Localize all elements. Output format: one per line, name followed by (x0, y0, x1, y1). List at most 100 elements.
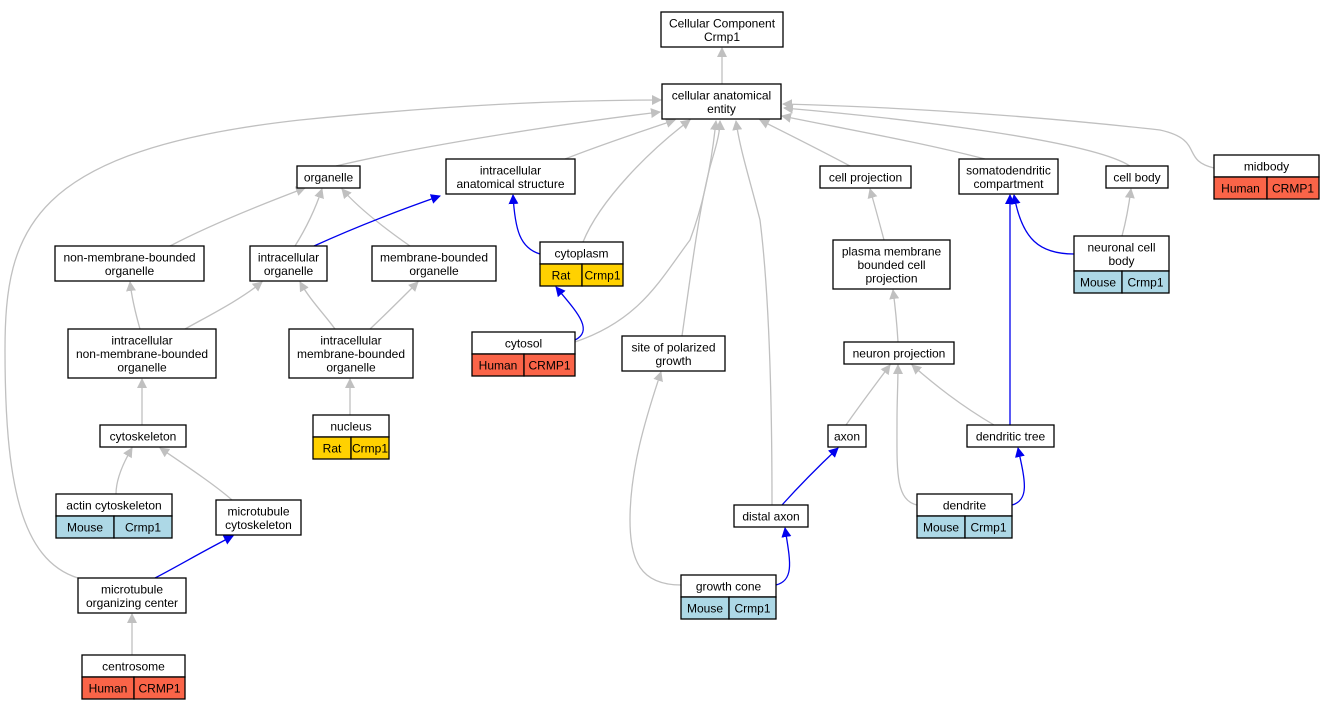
node-dtree[interactable]: dendritic tree (966, 424, 1055, 448)
node-label-line: organelle (264, 264, 314, 278)
gene-cell (964, 515, 1013, 539)
node-box (621, 335, 726, 372)
node-axon[interactable]: axon (827, 424, 867, 448)
edge-cytoplasm-to-cae (582, 119, 691, 243)
node-label-line: microtubule (101, 582, 163, 596)
node-box (827, 424, 867, 448)
edge-cytosol-to-cytoplasm (555, 286, 584, 341)
species-label: Mouse (687, 602, 723, 616)
node-label-line: intracellular (111, 334, 172, 348)
node-inmbo[interactable]: intracellularnon-membrane-boundedorganel… (67, 328, 217, 379)
gene-cell (350, 436, 390, 460)
gene-cell (728, 596, 777, 620)
node-label-line: organelle (117, 361, 167, 375)
node-box (733, 504, 809, 528)
node-box (445, 158, 576, 195)
node-label-line: organelle (105, 264, 155, 278)
node-box (288, 328, 414, 379)
edge-organelle-to-cae (335, 108, 661, 167)
edge-ncb-to-somato (1010, 194, 1075, 255)
gene-label: Crmp1 (1127, 276, 1163, 290)
edge-ias-to-cae (564, 118, 676, 160)
edges-layer (4, 47, 1215, 655)
edge-inmbo-to-nonmem (126, 281, 141, 330)
gene-label: Crmp1 (125, 521, 161, 535)
node-box (296, 165, 361, 189)
species-label: Mouse (67, 521, 103, 535)
edge-axon-to-neuronproj (845, 364, 891, 426)
edge-cytosol-to-cae (574, 120, 721, 343)
edge-neuronproj-to-pmbcp (889, 289, 900, 343)
node-box (54, 245, 205, 282)
node-label-line: nucleus (330, 420, 371, 434)
species-label: Human (1221, 182, 1260, 196)
node-label-line: organizing center (86, 596, 178, 610)
node-box (249, 245, 328, 282)
edge-somato-to-cae (781, 112, 986, 160)
node-box (958, 158, 1059, 195)
node-box (67, 328, 217, 379)
species-label: Mouse (923, 521, 959, 535)
edge-cytoplasm-to-ias (508, 194, 541, 255)
node-label-line: dendrite (943, 499, 987, 513)
gene-label: CRMP1 (138, 682, 180, 696)
node-label-line: cytoskeleton (110, 430, 177, 444)
edge-mtoc-to-mtcyto (154, 535, 234, 579)
node-box (819, 165, 912, 189)
edge-cellbody-to-cae (783, 103, 1131, 167)
edge-distalaxon-to-cae (732, 120, 773, 506)
gene-cell (1121, 270, 1170, 294)
node-label-line: distal axon (742, 510, 799, 524)
node-label-line: centrosome (102, 660, 165, 674)
node-organelle[interactable]: organelle (296, 165, 361, 189)
node-label-line: cytoskeleton (225, 518, 292, 532)
edge-pmbcp-to-cellproj (867, 188, 885, 241)
edge-dtree-to-neuronproj (911, 364, 995, 426)
edge-membound-to-organelle (341, 188, 411, 247)
edge-actin-to-cytoskeleton (115, 447, 133, 495)
gene-label: CRMP1 (1272, 182, 1314, 196)
edge-imbo-to-intraorg (299, 281, 336, 330)
node-distalaxon[interactable]: distal axon (733, 504, 809, 528)
gene-label: Crmp1 (970, 521, 1006, 535)
node-label-line: non-membrane-bounded (63, 250, 195, 264)
node-box (661, 83, 782, 120)
node-cellproj[interactable]: cell projection (819, 165, 912, 189)
node-cellbody[interactable]: cell body (1105, 165, 1169, 189)
node-label-line: projection (865, 272, 917, 286)
node-label-line: neuronal cell (1087, 240, 1155, 254)
node-label-line: membrane-bounded (297, 347, 405, 361)
edge-nonmem-to-organelle (169, 186, 306, 247)
gene-cell (133, 676, 186, 700)
node-neuronproj[interactable]: neuron projection (843, 341, 955, 365)
gene-label: Crmp1 (584, 269, 620, 283)
node-label-line: cell projection (829, 171, 902, 185)
node-label-line: intracellular (480, 163, 541, 177)
node-label-line: actin cytoskeleton (66, 499, 161, 513)
node-box (843, 341, 955, 365)
node-cytoskeleton[interactable]: cytoskeleton (99, 424, 187, 448)
node-label-line: cytosol (505, 337, 542, 351)
